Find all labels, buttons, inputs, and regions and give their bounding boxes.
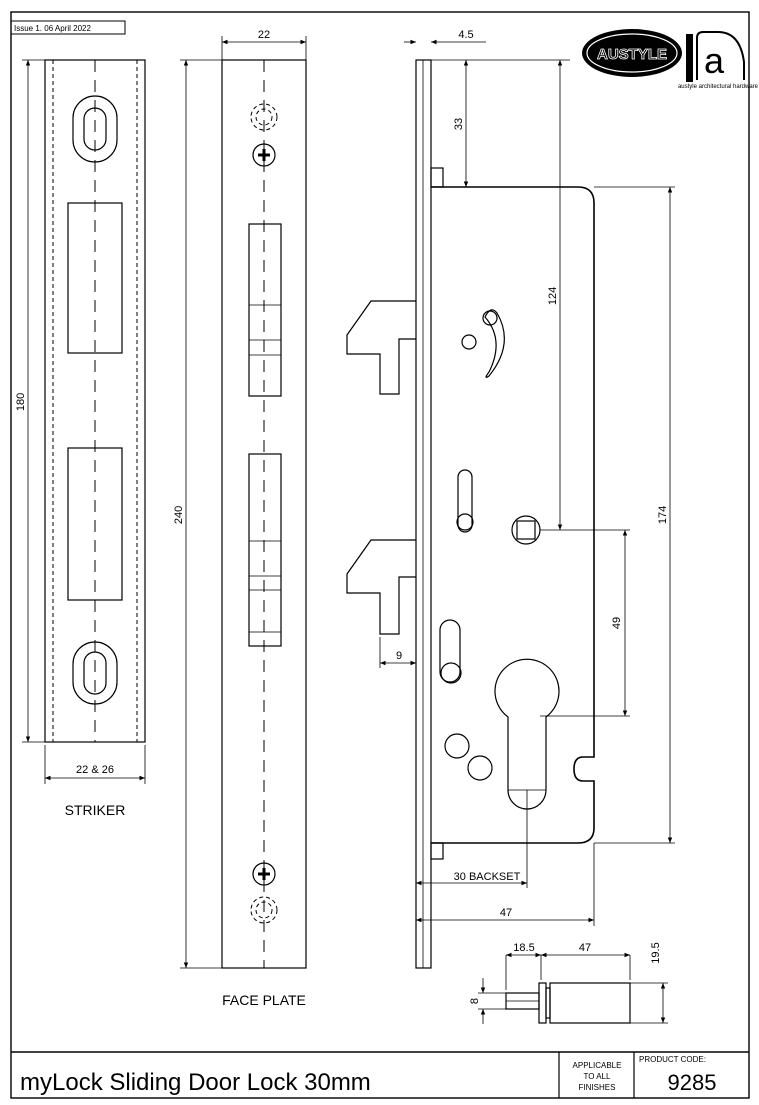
- spindle-diameter-dim: 8: [469, 998, 481, 1004]
- product-code: 9285: [668, 1070, 717, 1095]
- spindle-length-dim: 18.5: [513, 942, 534, 954]
- sheet-border: [10, 11, 750, 1099]
- spindle-detail: 18.5 47 19.5 8: [469, 942, 668, 1024]
- case-height-dim: 174: [657, 506, 669, 524]
- issue-box: Issue 1. 06 April 2022: [10, 20, 126, 35]
- case-depth-dim: 47: [500, 907, 512, 919]
- product-code-label: PRODUCT CODE:: [639, 1055, 706, 1064]
- centres-dim: 49: [611, 617, 623, 629]
- cylinder-height-dim: 19.5: [650, 942, 662, 963]
- applicable-line-1: APPLICABLE: [573, 1061, 622, 1070]
- applicable-line-2: TO ALL: [584, 1072, 612, 1081]
- lock-body-view: 9 4.5 33 124 49 174: [346, 29, 675, 969]
- striker-view: 180 22 & 26 STRIKER: [15, 59, 146, 818]
- applicable-line-3: FINISHES: [579, 1083, 616, 1092]
- follower-position-dim: 124: [547, 287, 559, 305]
- drawing-title: myLock Sliding Door Lock 30mm: [20, 1069, 371, 1096]
- face-plate-view: 240 22 FACE PLATE: [173, 29, 307, 1008]
- striker-height-dim: 180: [15, 393, 27, 411]
- plate-thickness-dim: 4.5: [458, 29, 473, 41]
- body-length-dim: 47: [579, 942, 591, 954]
- a-mark: a: [704, 40, 725, 81]
- title-block: myLock Sliding Door Lock 30mm APPLICABLE…: [11, 1051, 749, 1098]
- top-offset-dim: 33: [453, 118, 465, 130]
- face-plate-width-dim: 22: [258, 29, 270, 41]
- face-plate-height-dim: 240: [173, 506, 185, 524]
- austyle-logo: AUSTYLE: [582, 29, 682, 77]
- striker-width-dim: 22 & 26: [76, 764, 114, 776]
- striker-caption: STRIKER: [65, 802, 126, 818]
- backset-dim: 30 BACKSET: [454, 871, 521, 883]
- face-plate-caption: FACE PLATE: [222, 992, 306, 1008]
- a-logo: a austyle architectural hardware: [678, 31, 759, 90]
- issue-label: Issue 1. 06 April 2022: [14, 24, 91, 33]
- austyle-wordmark: AUSTYLE: [597, 46, 667, 63]
- a-subtitle: austyle architectural hardware: [678, 84, 759, 90]
- hook-throw-dim: 9: [396, 650, 402, 662]
